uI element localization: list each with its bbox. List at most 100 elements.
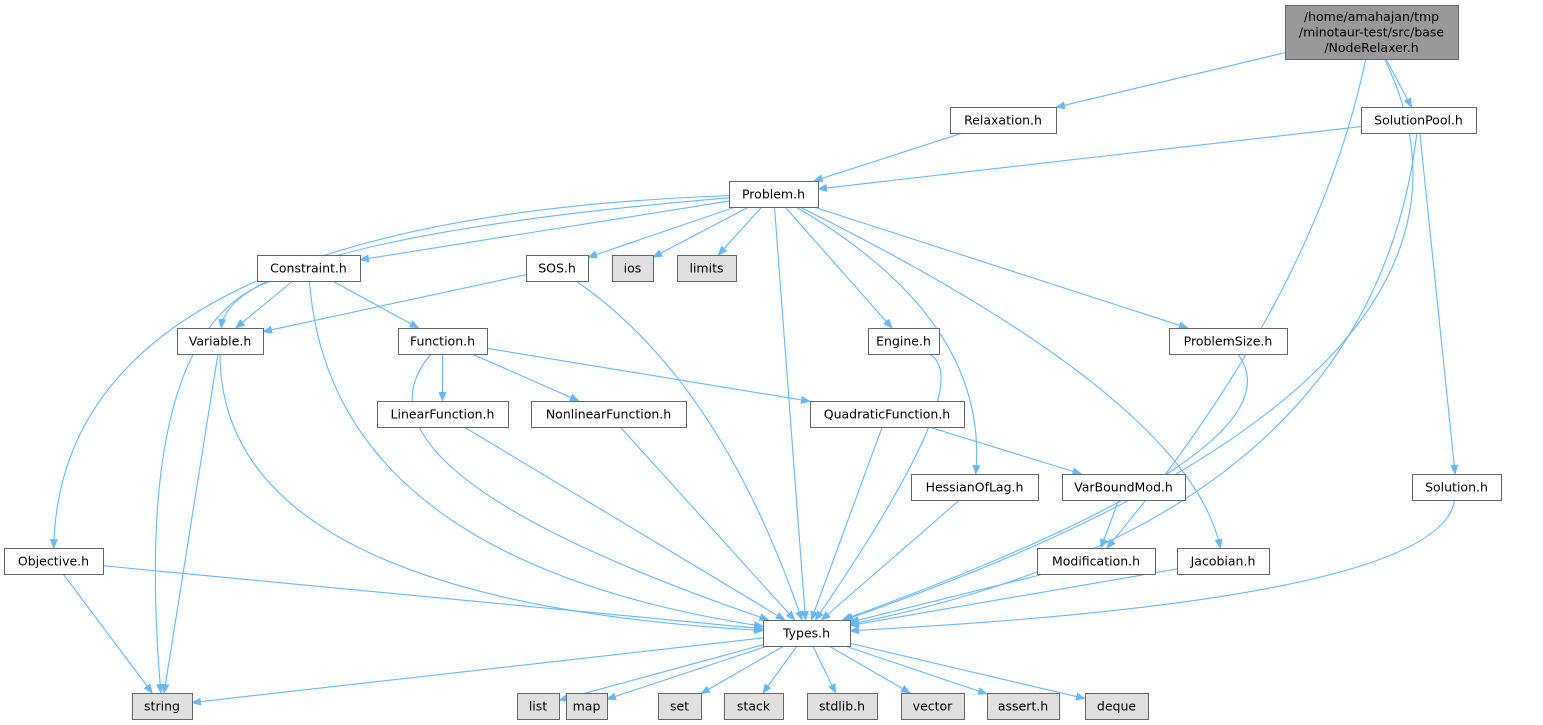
- edge-problem-to-variable: [218, 197, 730, 329]
- node-box: [810, 401, 965, 428]
- edge-root-to-relaxation: [1055, 52, 1286, 110]
- node-relaxation[interactable]: Relaxation.h: [950, 107, 1057, 134]
- edge-linearfunction-to-types: [463, 426, 786, 621]
- node-box: [1177, 548, 1270, 575]
- edge-relaxation-to-problem: [812, 132, 963, 183]
- node-label: Jacobian.h: [1190, 554, 1256, 569]
- edge-variable-to-types: [219, 353, 764, 635]
- node-label: ios: [624, 261, 642, 276]
- edge-quadraticfunction-to-varboundmod: [928, 426, 1083, 476]
- edge-nonlinearfunction-to-types: [619, 426, 796, 621]
- node-engine[interactable]: Engine.h: [868, 328, 940, 355]
- edge-problem-to-ios: [652, 206, 749, 258]
- node-label: stdlib.h: [819, 699, 865, 714]
- node-problem[interactable]: Problem.h: [729, 181, 819, 208]
- edge-jacobian-to-types: [849, 568, 1178, 628]
- edge-problem-to-sos: [587, 206, 736, 259]
- node-label: vector: [913, 699, 954, 714]
- edge-function-to-quadraticfunction: [486, 347, 811, 404]
- node-jacobian[interactable]: Jacobian.h: [1177, 548, 1270, 575]
- node-hessianoflag[interactable]: HessianOfLag.h: [911, 474, 1039, 501]
- node-label: Types.h: [782, 626, 830, 641]
- edge-variable-to-string: [161, 353, 219, 694]
- node-box: [132, 693, 193, 720]
- edge-types-to-string: [191, 637, 764, 706]
- node-label: deque: [1097, 699, 1136, 714]
- node-problemsize[interactable]: ProblemSize.h: [1169, 328, 1288, 355]
- node-objective[interactable]: Objective.h: [4, 548, 104, 575]
- node-variable[interactable]: Variable.h: [177, 328, 264, 355]
- edge-solutionpool-to-problem: [817, 126, 1362, 192]
- node-box: [677, 255, 737, 282]
- node-deque[interactable]: deque: [1085, 693, 1149, 720]
- node-label: /home/amahajan/tmp: [1304, 9, 1439, 24]
- edge-quadraticfunction-to-types: [810, 426, 883, 621]
- edge-root-to-solutionpool: [1385, 58, 1413, 108]
- node-function[interactable]: Function.h: [398, 328, 488, 355]
- edge-solutionpool-to-types: [849, 132, 1418, 627]
- node-label: VarBoundMod.h: [1074, 480, 1173, 495]
- edge-problem-to-jacobian: [799, 206, 1223, 549]
- node-limits[interactable]: limits: [677, 255, 737, 282]
- edge-problem-to-types: [773, 206, 809, 621]
- node-box: [868, 328, 940, 355]
- node-label: /minotaur-test/src/base: [1299, 25, 1445, 40]
- edge-types-to-set: [700, 645, 785, 695]
- edge-sos-to-types: [575, 280, 803, 621]
- node-box: [911, 474, 1039, 501]
- node-box: [177, 328, 264, 355]
- node-box: [807, 693, 878, 720]
- node-solutionpool[interactable]: SolutionPool.h: [1361, 107, 1477, 134]
- node-stdlib[interactable]: stdlib.h: [807, 693, 878, 720]
- edge-root-to-types: [843, 58, 1414, 621]
- node-label: list: [529, 699, 547, 714]
- edge-objective-to-string: [62, 573, 153, 694]
- node-assert[interactable]: assert.h: [987, 693, 1060, 720]
- node-constraint[interactable]: Constraint.h: [257, 255, 361, 282]
- node-modification[interactable]: Modification.h: [1037, 548, 1156, 575]
- node-vector[interactable]: vector: [901, 693, 965, 720]
- node-label: Modification.h: [1052, 554, 1140, 569]
- edge-constraint-to-string: [154, 280, 272, 694]
- node-solution[interactable]: Solution.h: [1412, 474, 1502, 501]
- node-box: [531, 401, 687, 428]
- edges-layer: [49, 52, 1459, 706]
- node-box: [517, 693, 560, 720]
- node-map[interactable]: map: [566, 693, 608, 720]
- node-box: [4, 548, 104, 575]
- node-label: LinearFunction.h: [391, 407, 495, 422]
- node-root[interactable]: /home/amahajan/tmp/minotaur-test/src/bas…: [1285, 5, 1459, 60]
- node-box: [950, 107, 1057, 134]
- node-ios[interactable]: ios: [612, 255, 654, 282]
- node-stack[interactable]: stack: [724, 693, 784, 720]
- edge-function-to-types: [411, 353, 770, 621]
- node-varboundmod[interactable]: VarBoundMod.h: [1062, 474, 1186, 501]
- node-label: QuadraticFunction.h: [824, 407, 950, 422]
- edge-engine-to-types: [814, 353, 942, 621]
- node-list[interactable]: list: [517, 693, 560, 720]
- edge-constraint-to-variable: [234, 280, 294, 329]
- edge-types-to-list: [558, 644, 764, 702]
- edge-constraint-to-types: [308, 280, 764, 629]
- node-box: [566, 693, 608, 720]
- node-box: [763, 620, 851, 647]
- node-label: assert.h: [998, 699, 1048, 714]
- node-label: Solution.h: [1425, 480, 1488, 495]
- node-box: [1412, 474, 1502, 501]
- edge-problem-to-constraint: [359, 200, 730, 263]
- node-string[interactable]: string: [132, 693, 193, 720]
- edge-types-to-assert: [844, 645, 988, 695]
- node-box: [526, 255, 589, 282]
- node-types[interactable]: Types.h: [763, 620, 851, 647]
- node-box: [612, 255, 654, 282]
- edge-problem-to-engine: [784, 206, 893, 329]
- node-linearfunction[interactable]: LinearFunction.h: [377, 401, 509, 428]
- node-set[interactable]: set: [658, 693, 702, 720]
- edge-constraint-to-function: [332, 280, 420, 329]
- node-quadraticfunction[interactable]: QuadraticFunction.h: [810, 401, 965, 428]
- node-box: [729, 181, 819, 208]
- edge-problemsize-to-types: [841, 353, 1248, 621]
- node-sos[interactable]: SOS.h: [526, 255, 589, 282]
- edge-modification-to-types: [849, 573, 1044, 624]
- node-nonlinearfunction[interactable]: NonlinearFunction.h: [531, 401, 687, 428]
